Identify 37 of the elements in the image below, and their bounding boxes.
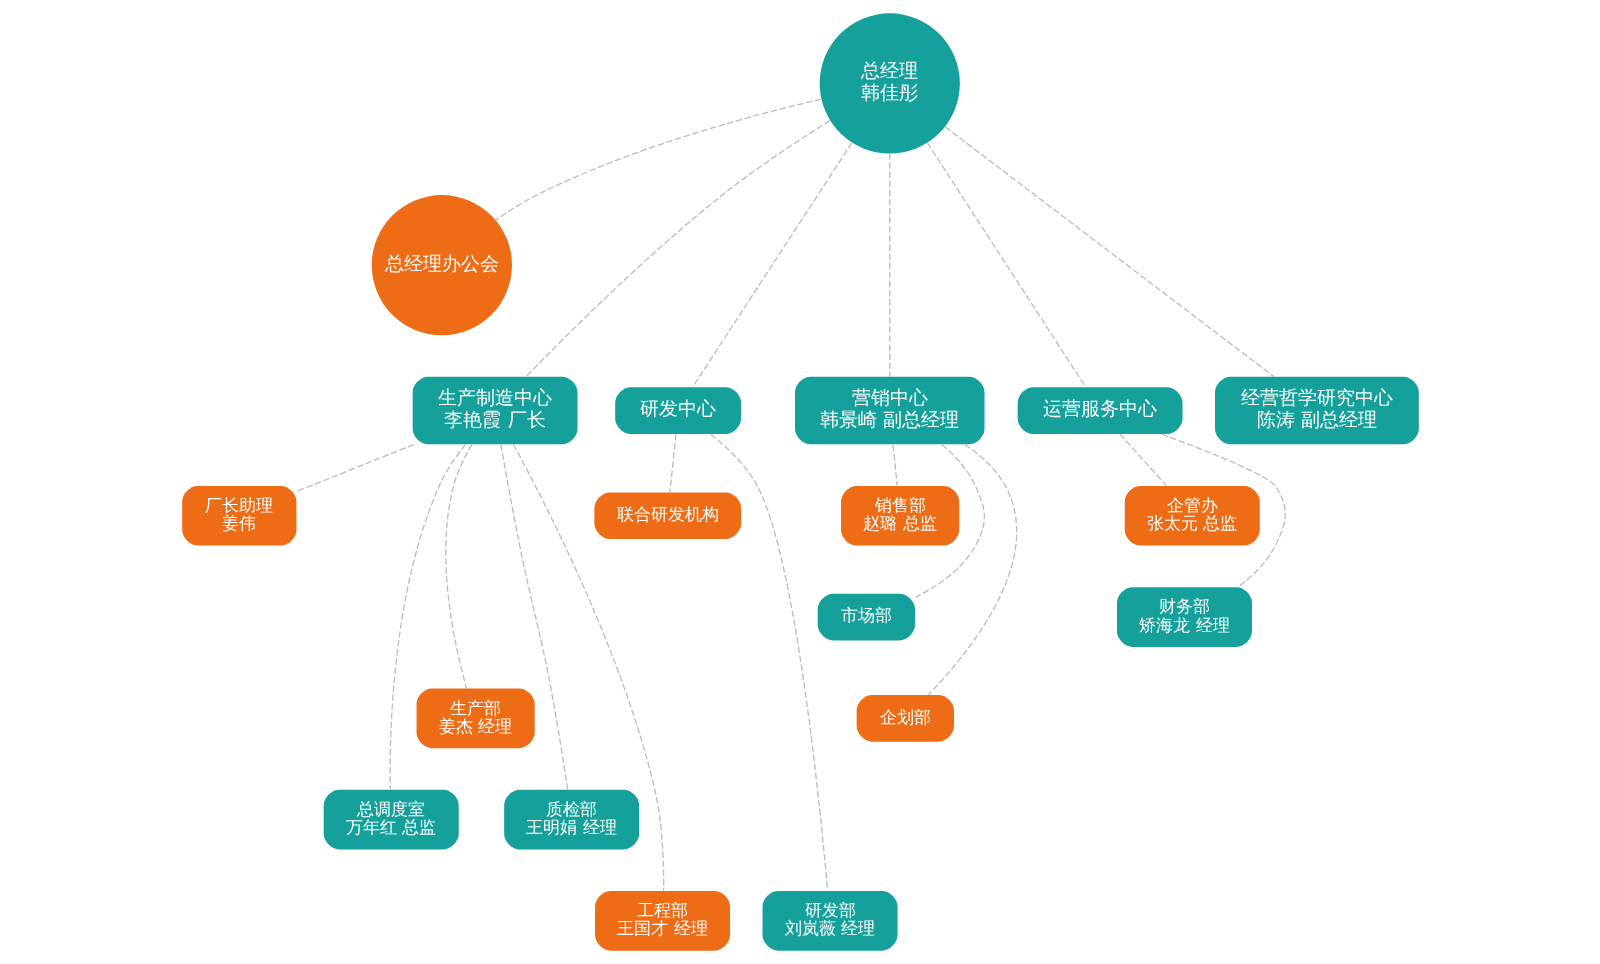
connector bbox=[709, 433, 828, 892]
node-box: 厂长助理 姜伟 bbox=[181, 485, 296, 546]
node-box: 销售部 赵璐 总监 bbox=[840, 485, 959, 546]
node-box: 研发中心 bbox=[614, 387, 741, 434]
connector bbox=[512, 443, 664, 892]
node-box: 市场部 bbox=[817, 593, 915, 641]
connector bbox=[499, 443, 568, 790]
node-box: 运营服务中心 bbox=[1017, 387, 1182, 434]
node-box: 财务部 矫海龙 经理 bbox=[1116, 587, 1252, 647]
node-box: 生产部 姜杰 经理 bbox=[416, 688, 535, 749]
connector bbox=[1160, 433, 1286, 588]
connector bbox=[691, 142, 853, 388]
node-box: 企管办 张太元 总监 bbox=[1124, 485, 1260, 546]
node-box: 联合研发机构 bbox=[593, 492, 741, 540]
node-box: 质检部 王明娟 经理 bbox=[503, 789, 639, 850]
node-box: 营销中心 韩景崎 副总经理 bbox=[794, 376, 985, 445]
node-circle: 总经理 韩佳彤 bbox=[819, 13, 960, 154]
connector bbox=[494, 98, 822, 221]
connector bbox=[926, 142, 1086, 388]
connector bbox=[1118, 433, 1167, 487]
connector bbox=[944, 126, 1274, 378]
connector bbox=[389, 443, 466, 790]
connector bbox=[295, 443, 414, 493]
node-box: 企划部 bbox=[856, 694, 954, 742]
node-circle: 总经理办公会 bbox=[371, 195, 512, 336]
node-box: 总调度室 万年红 总监 bbox=[323, 789, 459, 850]
node-box: 经营哲学研究中心 陈涛 副总经理 bbox=[1214, 376, 1419, 445]
connector bbox=[444, 443, 473, 689]
node-box: 研发部 刘岚薇 经理 bbox=[762, 890, 898, 951]
connector bbox=[927, 443, 1017, 696]
connector bbox=[914, 443, 985, 598]
connector bbox=[891, 444, 898, 487]
connector bbox=[668, 433, 677, 493]
node-box: 工程部 王国才 经理 bbox=[594, 890, 730, 951]
node-box: 生产制造中心 李艳霞 厂长 bbox=[412, 376, 577, 445]
connector bbox=[888, 152, 890, 378]
connector bbox=[525, 119, 831, 378]
